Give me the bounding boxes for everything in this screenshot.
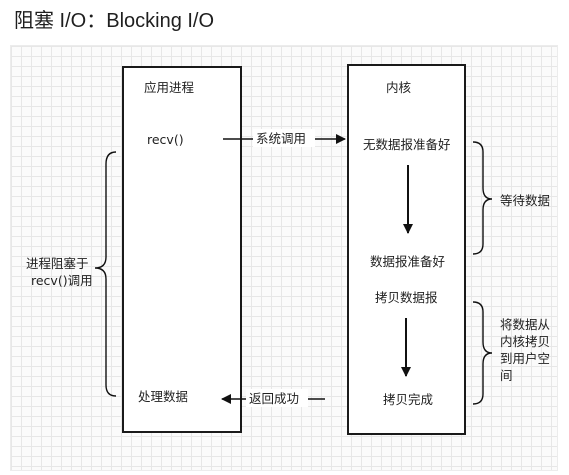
copy-complete-label: 拷贝完成 <box>383 392 433 407</box>
kernel-box <box>347 64 466 435</box>
process-data-label: 处理数据 <box>138 389 188 404</box>
no-datagram-ready-label: 无数据报准备好 <box>363 137 451 152</box>
copy-desc-line3: 到用户空 <box>500 351 550 366</box>
recv-call-label: recv() <box>147 132 184 147</box>
kernel-header: 内核 <box>386 80 412 95</box>
wait-brace <box>472 141 493 255</box>
copy-datagram-label: 拷贝数据报 <box>375 290 438 305</box>
copy-desc-line4: 间 <box>500 368 513 383</box>
syscall-label: 系统调用 <box>256 131 306 146</box>
left-brace <box>94 151 117 397</box>
datagram-ready-label: 数据报准备好 <box>370 254 445 269</box>
blocked-label-line1: 进程阻塞于 <box>26 256 89 271</box>
copy-desc-line2: 内核拷贝 <box>500 334 550 349</box>
return-label-bg <box>246 389 308 407</box>
app-process-box <box>122 66 242 433</box>
wait-data-label: 等待数据 <box>500 193 550 208</box>
return-success-label: 返回成功 <box>249 391 299 406</box>
copy-brace <box>472 301 493 405</box>
copy-desc-line1: 将数据从 <box>500 317 550 332</box>
page-title: 阻塞 I/O：Blocking I/O <box>14 10 215 32</box>
app-process-header: 应用进程 <box>144 80 195 95</box>
blocked-label-line2: recv()调用 <box>31 273 93 288</box>
syscall-label-bg <box>253 129 315 147</box>
